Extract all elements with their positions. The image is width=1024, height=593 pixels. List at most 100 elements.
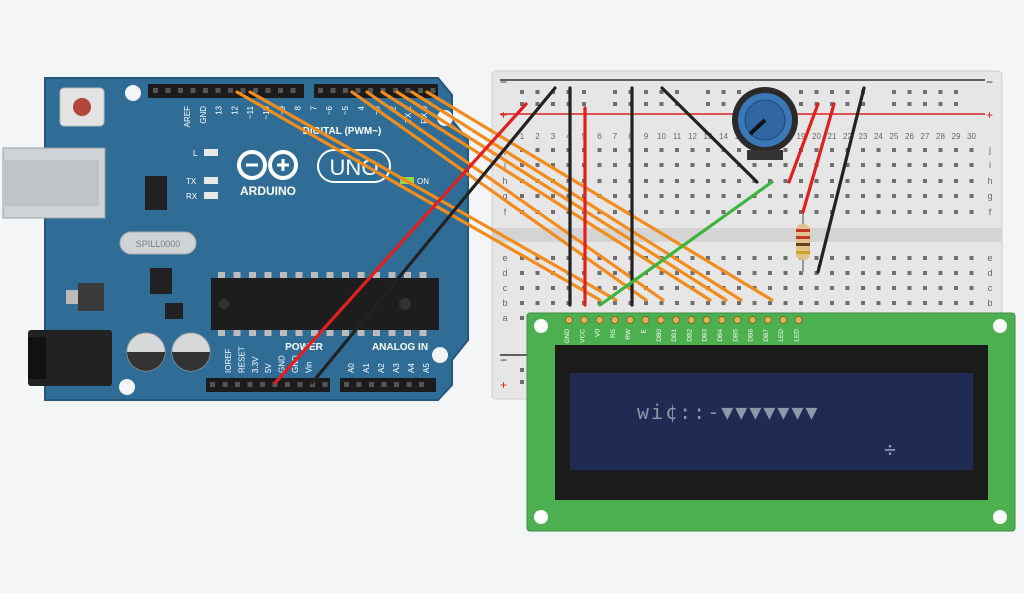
breadboard-column-label: 30 — [967, 132, 976, 141]
mount-hole — [119, 379, 135, 395]
lcd-pin-label: DB0 — [656, 329, 663, 342]
lcd-pin-label: VCC — [579, 329, 586, 343]
wire-black[interactable] — [660, 86, 759, 184]
rail-plus-label-right: + — [986, 108, 993, 122]
wire-black[interactable] — [310, 86, 557, 385]
resistor[interactable] — [796, 212, 810, 272]
wire-orange[interactable] — [350, 90, 648, 302]
breadboard-column-label: 23 — [859, 132, 868, 141]
digital-label: DIGITAL (PWM~) — [303, 126, 382, 137]
usb-chip — [145, 176, 167, 210]
breadboard-column-label: 14 — [719, 132, 728, 141]
pin-label: A3 — [392, 363, 401, 373]
wire-red[interactable] — [787, 102, 820, 184]
breadboard-row-label: c — [988, 283, 993, 293]
wire-orange[interactable] — [425, 90, 774, 302]
regulator-tab — [66, 290, 78, 304]
capacitor — [126, 332, 166, 372]
pin-label: A0 — [347, 363, 356, 373]
svg-text:RX: RX — [186, 192, 198, 201]
potentiometer[interactable] — [732, 87, 798, 160]
pin-label: GND — [278, 355, 287, 373]
pin-label: AREF — [183, 106, 192, 127]
pin-label: IOREF — [224, 348, 233, 373]
lcd-pin-label: LED — [794, 329, 801, 342]
breadboard-column-label: 25 — [890, 132, 899, 141]
digital-header-right — [314, 84, 438, 98]
breadboard-row-label: b — [987, 298, 992, 308]
wire-orange[interactable] — [365, 90, 665, 302]
breadboard-column-label: 28 — [936, 132, 945, 141]
arduino-board[interactable]: SPILL0000 L TX RX — [2, 77, 469, 401]
wire-red[interactable] — [273, 102, 528, 385]
pin-label: ~11 — [246, 105, 255, 119]
breadboard-column-label: 7 — [613, 132, 618, 141]
usb-connector — [2, 147, 106, 219]
pin-label: 8 — [294, 105, 303, 110]
breadboard-column-label: 13 — [704, 132, 713, 141]
reset-button[interactable] — [59, 87, 105, 127]
pin-label: ~10 — [262, 105, 271, 119]
breadboard-column-label: 1 — [520, 132, 525, 141]
wire-green[interactable] — [598, 180, 774, 307]
breadboard-row-label: c — [503, 283, 508, 293]
small-chip — [165, 303, 183, 319]
wire-orange[interactable] — [248, 90, 618, 302]
wire-orange[interactable] — [410, 90, 743, 302]
breadboard-column-label: 20 — [812, 132, 821, 141]
breadboard-row-label: h — [987, 176, 992, 186]
wire-orange[interactable] — [235, 90, 602, 302]
brand-label: ARDUINO — [240, 184, 296, 198]
voltage-regulator — [150, 268, 172, 294]
lcd-pin-label: DB1 — [671, 329, 678, 342]
mount-hole — [432, 347, 448, 363]
lcd-pin-label: DB7 — [763, 329, 770, 342]
crystal-oscillator: SPILL0000 — [119, 231, 197, 255]
wire-red[interactable] — [801, 102, 836, 214]
svg-text:SPILL0000: SPILL0000 — [136, 239, 181, 249]
breadboard-column-label: 9 — [644, 132, 649, 141]
wire-orange[interactable] — [395, 90, 728, 302]
lcd-pin-label: DB3 — [702, 329, 709, 342]
pin-label: TX 1 — [404, 105, 413, 122]
breadboard-column-label: 19 — [797, 132, 806, 141]
pin-label: 7 — [309, 105, 318, 110]
pin-label: Vin — [304, 362, 313, 373]
analog-label: ANALOG IN — [372, 342, 428, 353]
pin-label: ~5 — [341, 105, 350, 115]
regulator — [78, 283, 104, 311]
mount-hole — [993, 319, 1007, 333]
breadboard-row-label: d — [987, 268, 992, 278]
lcd-pin-label: DB4 — [717, 329, 724, 342]
lcd-pin-label: LED — [778, 329, 785, 342]
breadboard-column-label: 2 — [535, 132, 540, 141]
pin-label: A1 — [362, 363, 371, 373]
rail-minus-label-right: − — [986, 75, 993, 89]
rail-minus-label-bottom: − — [500, 353, 507, 367]
pin-label: GND — [291, 355, 300, 373]
pin-label: A5 — [422, 363, 431, 373]
rail-plus-label-bottom: + — [500, 378, 507, 392]
wire-black[interactable] — [816, 86, 866, 274]
rail-minus-label: − — [500, 75, 507, 89]
breadboard-row-label: d — [502, 268, 507, 278]
breadboard-column-label: 6 — [597, 132, 602, 141]
pin-label: 13 — [215, 105, 224, 114]
breadboard-row-label: j — [988, 145, 991, 155]
breadboard-column-label: 21 — [828, 132, 837, 141]
mount-hole — [125, 85, 141, 101]
mount-hole — [534, 319, 548, 333]
dc-power-jack — [28, 330, 112, 386]
power-label: POWER — [285, 342, 324, 353]
breadboard-column-label: 27 — [921, 132, 930, 141]
breadboard-row-label: f — [989, 207, 992, 217]
breadboard-row-label: a — [502, 313, 507, 323]
mount-hole — [534, 510, 548, 524]
breadboard-row-label: i — [989, 160, 991, 170]
rail-plus-label: + — [500, 108, 507, 122]
mount-hole — [993, 510, 1007, 524]
breadboard-row-label: h — [502, 176, 507, 186]
breadboard-column-label: 26 — [905, 132, 914, 141]
